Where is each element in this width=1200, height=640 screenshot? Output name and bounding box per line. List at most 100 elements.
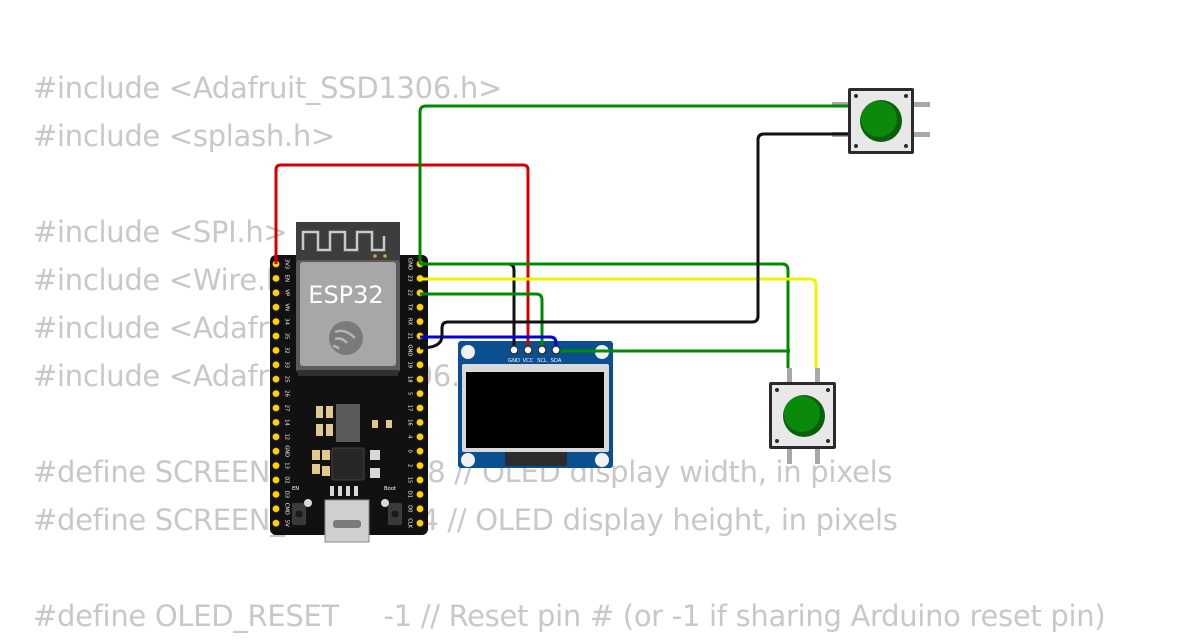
pushbutton-bottom-cap[interactable] — [784, 396, 820, 432]
esp32-pin-14[interactable] — [272, 418, 280, 427]
esp32-pin-label: 35 — [283, 333, 289, 340]
wire-gnd-top-button[interactable] — [419, 132, 848, 350]
esp32-pin-label: 3V3 — [283, 259, 289, 269]
wires — [274, 104, 848, 368]
esp32-pin-label: 5 — [406, 392, 412, 395]
esp32-pin-17[interactable] — [416, 404, 424, 412]
oled-pin-label-gnd: GND — [508, 358, 520, 364]
esp32-pin-13[interactable] — [272, 461, 280, 470]
esp32-pin-gnd[interactable] — [272, 447, 280, 455]
esp32-pin-4[interactable] — [416, 433, 424, 441]
esp32-pin-label: D2 — [283, 476, 289, 483]
esp32-pin-label: D3 — [283, 491, 289, 498]
antenna-trace — [301, 230, 386, 252]
esp32-pin-label: 34 — [283, 318, 289, 325]
esp32-pin-label: GND — [406, 344, 412, 356]
esp32-pin-d1[interactable] — [416, 490, 424, 499]
esp32-pin-label: 25 — [283, 376, 289, 383]
esp32-pin-15[interactable] — [416, 476, 424, 484]
code-line: #define SCREEN_HEIGHT 64 // OLED display… — [33, 503, 898, 537]
esp32-pin-label: TX — [406, 303, 412, 311]
esp32-pin-label: 15 — [406, 477, 412, 484]
esp32-pin-16[interactable] — [416, 418, 424, 427]
esp32-pin-label: 14 — [283, 419, 289, 426]
esp32-pin-label: D1 — [406, 491, 412, 498]
esp32-pin-34[interactable] — [272, 317, 280, 326]
oled-screen — [466, 372, 604, 448]
wire-gpio-to-top-button[interactable] — [418, 104, 848, 264]
esp32-pin-rx[interactable] — [416, 317, 424, 326]
esp32-pin-cmd[interactable] — [272, 505, 280, 513]
esp32-pin-vp[interactable] — [272, 289, 280, 297]
wire-scl[interactable] — [420, 292, 544, 350]
esp32-pin-label: D0 — [406, 505, 412, 512]
oled-pin-labels: GND VCC SCL SDA — [508, 358, 562, 364]
wire-sda[interactable] — [420, 335, 558, 350]
code-line: #include <SPI.h> — [33, 215, 288, 249]
esp32-pin-label: CLK — [406, 518, 412, 529]
esp32-pin-12[interactable] — [272, 433, 280, 441]
esp32-pin-d2[interactable] — [272, 476, 280, 484]
esp32-pin-label: 27 — [283, 405, 289, 412]
pushbutton-top-cap[interactable] — [861, 101, 897, 137]
esp32-pin-18[interactable] — [416, 375, 424, 383]
esp32-pin-label: 16 — [406, 419, 412, 426]
esp32-label: ESP32 — [308, 281, 383, 309]
esp32-pin-en[interactable] — [272, 274, 280, 283]
esp32-pin-label: 5V — [283, 520, 289, 527]
esp32-pin-label: 13 — [283, 462, 289, 469]
pushbutton-top[interactable] — [832, 88, 930, 154]
esp32-pin-label: GND — [406, 258, 412, 270]
esp32-pin-clk[interactable] — [416, 519, 424, 527]
esp32-board[interactable]: ESP32 EN Boot 3V3ENVPVN34353233252627141… — [270, 222, 428, 543]
oled-pin-label-sda: SDA — [551, 358, 562, 364]
esp32-pin-label: 12 — [283, 433, 289, 440]
esp32-pin-label: VN — [283, 303, 289, 311]
esp32-pin-label: 33 — [283, 361, 289, 368]
esp32-pin-32[interactable] — [272, 346, 280, 355]
esp32-pin-label: CMD — [283, 503, 289, 515]
esp32-pin-label: 26 — [283, 390, 289, 397]
pushbutton-bottom[interactable] — [769, 368, 836, 464]
esp32-pin-2[interactable] — [416, 461, 424, 470]
esp32-pin-33[interactable] — [272, 361, 280, 369]
esp32-pin-0[interactable] — [416, 447, 424, 455]
esp32-pin-5[interactable] — [416, 389, 424, 398]
esp32-pin-label: 32 — [283, 347, 289, 354]
wire-gnd-bottom-button[interactable] — [420, 262, 790, 368]
esp32-pin-25[interactable] — [272, 375, 280, 383]
esp32-pin-d3[interactable] — [272, 490, 280, 499]
code-line: #include <splash.h> — [33, 119, 335, 153]
code-line: #include <Adafruit_SSD1306.h> — [33, 71, 502, 105]
esp32-pin-label: 19 — [406, 361, 412, 368]
oled-pin-label-vcc: VCC — [523, 358, 534, 364]
en-button-label: EN — [292, 486, 299, 492]
esp32-pin-label: 2 — [406, 464, 412, 467]
esp32-pin-label: 18 — [406, 376, 412, 383]
esp32-pin-label: EN — [283, 275, 289, 282]
esp32-pin-label: GND — [283, 445, 289, 457]
esp32-pin-label: 0 — [406, 450, 412, 453]
esp32-pin-label: 17 — [406, 405, 412, 412]
esp32-pin-19[interactable] — [416, 361, 424, 369]
code-line: #define OLED_RESET -1 // Reset pin # (or… — [33, 599, 1106, 633]
esp32-pin-d0[interactable] — [416, 505, 424, 513]
oled-display[interactable]: GND VCC SCL SDA — [458, 341, 613, 468]
esp32-pin-label: RX — [406, 318, 412, 326]
esp32-pin-5v[interactable] — [272, 519, 280, 527]
esp32-pin-26[interactable] — [272, 389, 280, 398]
wire-3v3-vcc[interactable] — [274, 163, 530, 350]
oled-header — [509, 345, 561, 355]
oled-pin-label-scl: SCL — [537, 358, 547, 364]
esp32-pin-vn[interactable] — [272, 303, 280, 311]
wire-gpio-to-bottom-button[interactable] — [420, 277, 818, 368]
esp32-pin-35[interactable] — [272, 332, 280, 340]
esp32-pin-27[interactable] — [272, 404, 280, 412]
esp32-pin-tx[interactable] — [416, 303, 424, 311]
esp32-pin-label: 21 — [406, 333, 412, 340]
esp32-pin-label: 22 — [406, 289, 412, 296]
esp32-pin-label: 23 — [406, 275, 412, 282]
esp32-pin-label: 4 — [406, 435, 412, 439]
boot-button-label: Boot — [384, 486, 396, 492]
